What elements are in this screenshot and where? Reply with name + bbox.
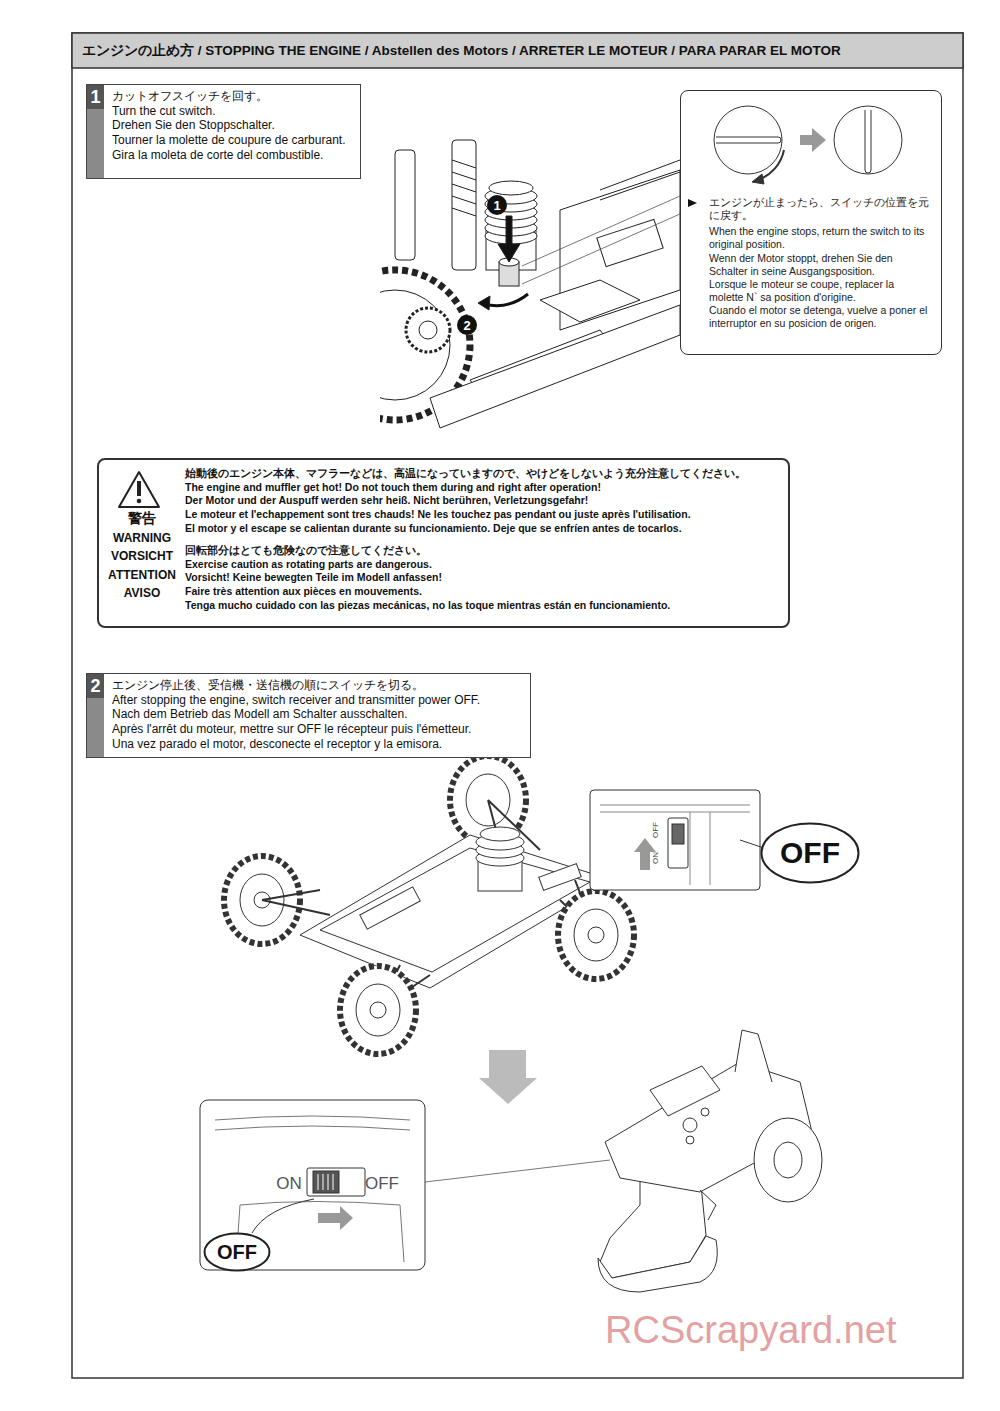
instruction-text: Una vez parado el motor, desconecte el r… xyxy=(112,737,522,752)
engine-closeup xyxy=(380,140,680,428)
page-title: エンジンの止め方 / STOPPING THE ENGINE / Abstell… xyxy=(82,42,841,60)
instruction-text: Wenn der Motor stoppt, drehen Sie den Sc… xyxy=(709,252,931,278)
instruction-text: Faire très attention aux pièces en mouve… xyxy=(185,585,780,599)
step-box: 2 エンジン停止後、受信機・送信機の順にスイッチを切る。After stoppin… xyxy=(86,673,531,758)
callout-number: 1 xyxy=(493,199,500,212)
step-number: 1 xyxy=(87,85,104,109)
leader-line xyxy=(522,196,680,284)
off-oval: OFF xyxy=(760,822,860,884)
oval-shape xyxy=(205,1234,270,1271)
switch-label: OFF xyxy=(365,1175,399,1192)
callout-circle xyxy=(487,195,507,215)
leader-line xyxy=(425,1160,610,1182)
callout-circle xyxy=(457,315,477,335)
down-arrow xyxy=(479,1050,537,1104)
instruction-text: エンジンが止まったら、スイッチの位置を元に戻す。 xyxy=(709,196,931,222)
warning-box: 警告 WARNING VORSICHT ATTENTION AVISO 始動後のエンジン本… xyxy=(97,458,790,628)
watermark: RCScrapyard.net xyxy=(605,1311,896,1349)
callout-box: エンジンが止まったら、スイッチの位置を元に戻す。 When the engine … xyxy=(680,90,942,355)
instruction-text: Gira la moleta de corte del combustible. xyxy=(112,148,352,163)
instruction-text: Après l'arrêt du moteur, mettre sur OFF … xyxy=(112,722,522,737)
oval-shape xyxy=(762,824,859,883)
off-oval: OFF xyxy=(203,1232,271,1272)
instruction-text: エンジン停止後、受信機・送信機の順にスイッチを切る。 xyxy=(112,678,522,693)
buggy-illustration xyxy=(224,756,634,1054)
warning-label: ATTENTION xyxy=(99,568,185,582)
transmitter-switch-inset xyxy=(200,1100,425,1270)
warning-label: WARNING xyxy=(99,531,185,545)
callout-number: 2 xyxy=(463,319,470,332)
instruction-text: El motor y el escape se calientan durant… xyxy=(185,522,780,536)
header-bar xyxy=(72,33,963,68)
instruction-text: 始動後のエンジン本体、マフラーなどは、高温になっていますので、やけどをしないよう… xyxy=(185,467,780,481)
instruction-text: Exercise caution as rotating parts are d… xyxy=(185,558,780,572)
page-frame xyxy=(72,33,963,1378)
switch-dials xyxy=(688,106,902,207)
receiver-switch-inset xyxy=(590,790,764,890)
instruction-text: Cuando el motor se detenga, vuelve a pon… xyxy=(709,304,931,330)
instruction-text: Lorsque le moteur se coupe, replacer la … xyxy=(709,278,931,304)
instruction-text: Le moteur et l'echappement sont tres cha… xyxy=(185,508,780,522)
instruction-text: When the engine stops, return the switch… xyxy=(709,225,931,251)
instruction-text: Drehen Sie den Stoppschalter. xyxy=(112,118,352,133)
step-number: 2 xyxy=(87,674,104,698)
switch-label: ON xyxy=(652,852,660,864)
transmitter-illustration xyxy=(598,1030,822,1292)
instruction-text: カットオフスイッチを回す。 xyxy=(112,89,352,104)
instruction-text: Tenga mucho cuidado con las piezas mecán… xyxy=(185,599,780,613)
instruction-text: Nach dem Betrieb das Modell am Schalter … xyxy=(112,707,522,722)
switch-label: OFF xyxy=(652,822,660,838)
warning-label: 警告 xyxy=(99,510,185,527)
warning-label: VORSICHT xyxy=(99,549,185,563)
instruction-text: Vorsicht! Keine bewegten Teile im Modell… xyxy=(185,571,780,585)
instruction-text: Der Motor und der Auspuff werden sehr he… xyxy=(185,494,780,508)
step-box: 1 カットオフスイッチを回す。Turn the cut switch.Drehen… xyxy=(86,84,361,179)
off-label: OFF xyxy=(780,838,840,868)
instruction-text: The engine and muffler get hot! Do not t… xyxy=(185,481,780,495)
off-label: OFF xyxy=(217,1242,257,1262)
instruction-text: Turn the cut switch. xyxy=(112,104,352,119)
switch-label: ON xyxy=(276,1175,302,1192)
instruction-text: After stopping the engine, switch receiv… xyxy=(112,693,522,708)
warning-icon xyxy=(119,472,159,507)
warning-label: AVISO xyxy=(99,586,185,600)
instruction-text: 回転部分はとても危険なので注意してください。 xyxy=(185,544,780,558)
instruction-text: Tourner la molette de coupure de carbura… xyxy=(112,133,352,148)
